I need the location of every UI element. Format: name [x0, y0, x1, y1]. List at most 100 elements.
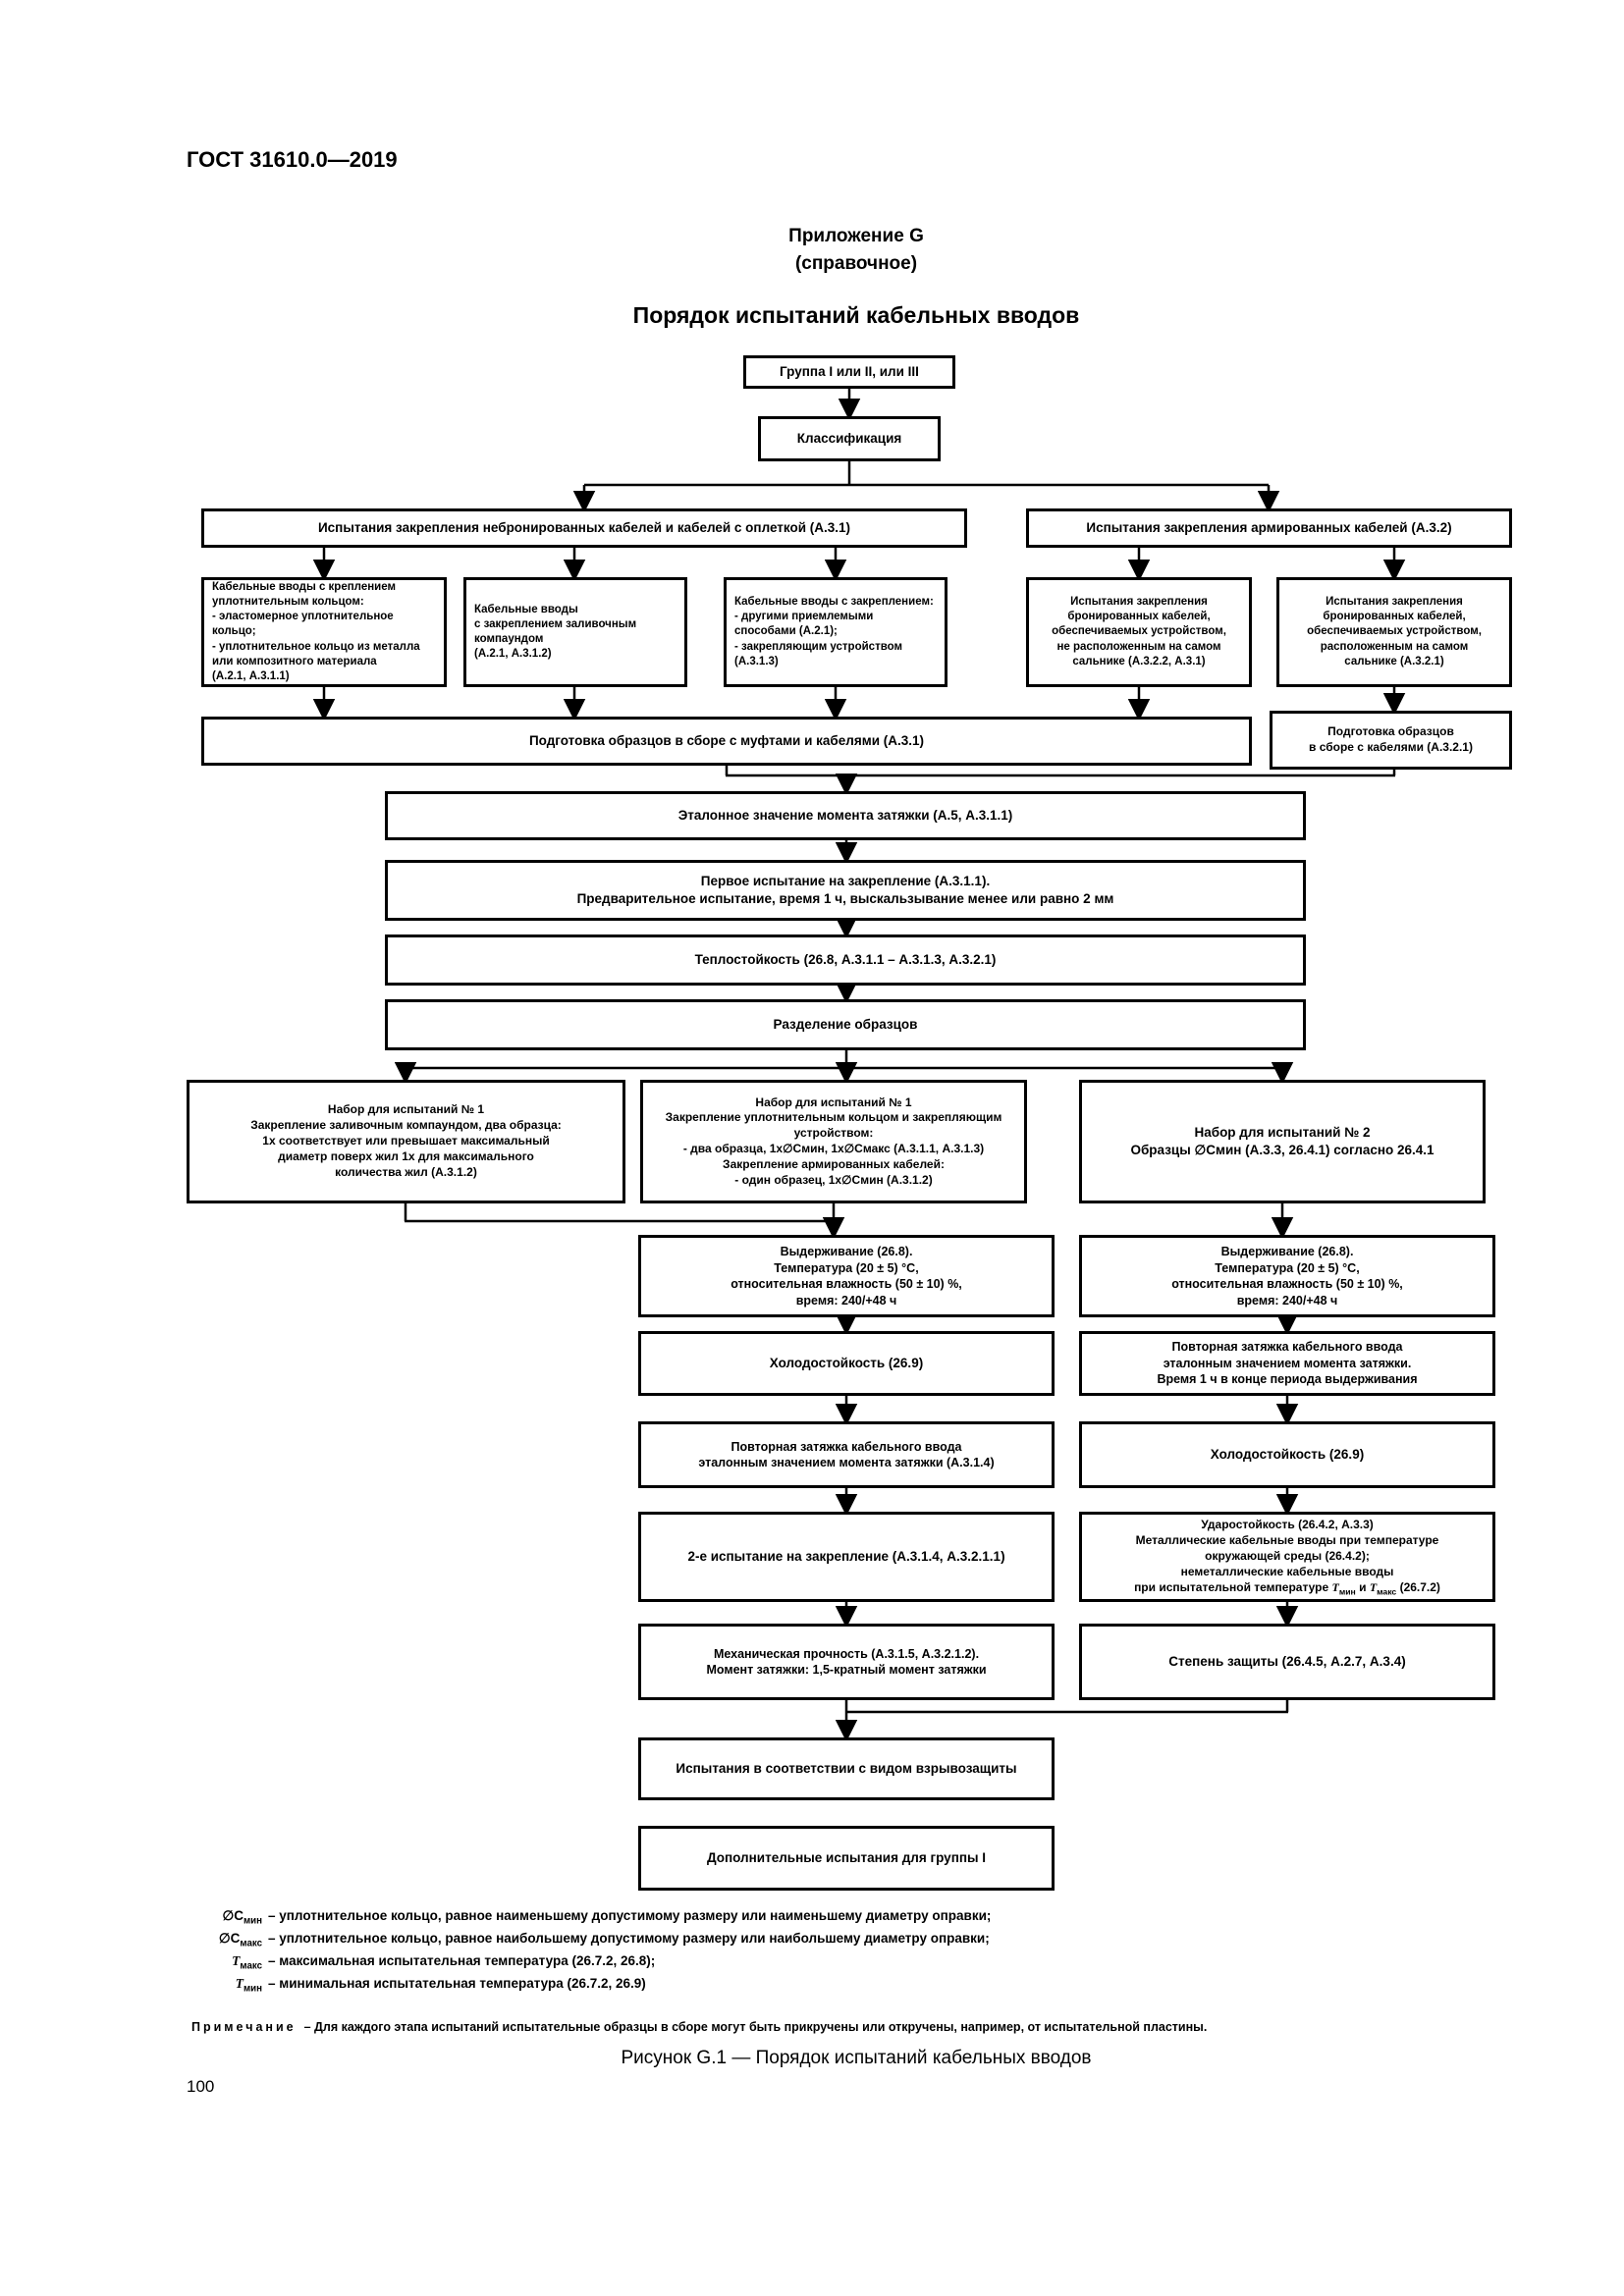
box-line: - уплотнительное кольцо из металла	[212, 640, 420, 653]
flow-box-armour-clamp-not-on-gland: Испытания закрепления бронированных кабел…	[1026, 577, 1252, 687]
box-line: - эластомерное уплотнительное кольцо;	[212, 611, 394, 638]
box-line: эталонным значением момента затяжки.	[1163, 1356, 1412, 1370]
box-line: Испытания в соответствии с видом взрывоз…	[676, 1761, 1017, 1777]
box-line: окружающей среды (26.4.2);	[1205, 1549, 1370, 1564]
figure-title: Порядок испытаний кабельных вводов	[632, 302, 1080, 328]
box-text: Степень защиты (26.4.5, А.2.7, А.3.4)	[1090, 1653, 1485, 1671]
t-max-subscript: макс	[1377, 1586, 1397, 1597]
box-line: Степень защиты (26.4.5, А.2.7, А.3.4)	[1168, 1654, 1406, 1670]
box-line: Момент затяжки: 1,5-кратный момент затяж…	[706, 1663, 987, 1677]
box-line: - два образца, 1х∅Смин, 1х∅Смакс (А.3.1.…	[682, 1142, 985, 1155]
box-line: Температура (20 ± 5) °С,	[1215, 1260, 1360, 1275]
box-line: обеспечиваемых устройством,	[1307, 625, 1482, 638]
box-line: в сборе с кабелями (А.3.2.1)	[1309, 740, 1473, 754]
box-line: Закрепление заливочным компаундом, два о…	[250, 1118, 562, 1133]
figure-caption: Рисунок G.1 — Порядок испытаний кабельны…	[621, 2048, 1092, 2068]
box-text: Холодостойкость (26.9)	[1090, 1446, 1485, 1464]
box-line: Механическая прочность (А.3.1.5, А.3.2.1…	[713, 1646, 980, 1661]
note-text: – Для каждого этапа испытаний испытатель…	[303, 2020, 1208, 2034]
flow-box-heat-resistance: Теплостойкость (26.8, А.3.1.1 – А.3.1.3,…	[385, 934, 1306, 986]
flow-box-branch-unarmoured: Испытания закрепления небронированных ка…	[201, 508, 967, 548]
legend-text: – максимальная испытательная температура…	[268, 1953, 656, 1968]
box-line: Разделение образцов	[773, 1017, 918, 1033]
box-line: Время 1 ч в конце периода выдерживания	[1157, 1372, 1418, 1387]
legend-subscript: мин	[243, 1983, 262, 1995]
box-line: Выдерживание (26.8).	[780, 1245, 913, 1258]
box-line: или композитного материала	[212, 655, 377, 667]
box-text: Разделение образцов	[396, 1016, 1295, 1034]
flow-box-group: Группа I или II, или III	[743, 355, 955, 389]
box-text: Испытания закрепления небронированных ка…	[212, 519, 956, 537]
flow-box-prepare-samples-sleeves: Подготовка образцов в сборе с муфтами и …	[201, 717, 1252, 766]
box-line: (А.2.1, А.3.1.2)	[474, 648, 552, 661]
box-line: эталонным значением момента затяжки (А.3…	[698, 1456, 995, 1469]
box-line: время: 240/+48 ч	[795, 1293, 897, 1308]
diameter-min-symbol: ∅С	[222, 1908, 244, 1923]
flow-box-first-clamping-test: Первое испытание на закрепление (А.3.1.1…	[385, 860, 1306, 921]
box-line: бронированных кабелей,	[1323, 611, 1466, 623]
flow-box-sample-separation: Разделение образцов	[385, 999, 1306, 1050]
flow-box-conditioning-mid: Выдерживание (26.8).Температура (20 ± 5)…	[638, 1235, 1055, 1317]
impact-post: (26.7.2)	[1396, 1579, 1440, 1594]
box-line: расположенным на самом	[1320, 640, 1469, 653]
appendix-label: Приложение G	[788, 226, 924, 246]
legend-text: – уплотнительное кольцо, равное наименьш…	[268, 1908, 992, 1923]
legend-row: Тмин – минимальная испытательная темпера…	[191, 1976, 1517, 1995]
box-line: - другими приемлемыми	[734, 611, 874, 623]
flow-box-cold-resistance-mid: Холодостойкость (26.9)	[638, 1331, 1055, 1396]
box-line: Набор для испытаний № 1	[327, 1102, 485, 1117]
box-line: бронированных кабелей,	[1067, 611, 1211, 623]
t-max-symbol: Т	[232, 1953, 241, 1968]
flow-box-second-clamping-test: 2-е испытание на закрепление (А.3.1.4, А…	[638, 1512, 1055, 1602]
flow-box-cold-resistance-right: Холодостойкость (26.9)	[1079, 1421, 1495, 1488]
box-text: Группа I или II, или III	[754, 363, 945, 381]
box-text: Дополнительные испытания для группы I	[649, 1849, 1044, 1867]
box-line: Испытания закрепления	[1070, 596, 1208, 609]
box-line: Эталонное значение момента затяжки (А.5,…	[677, 808, 1013, 824]
impact-pre: при испытательной температуре	[1134, 1579, 1332, 1594]
impact-mid: и	[1355, 1579, 1370, 1594]
box-line: 1х соответствует или превышает максималь…	[262, 1134, 550, 1148]
page-number: 100	[187, 2077, 215, 2096]
flow-box-impact-resistance: Ударостойкость (26.4.2, А.3.3)Металличес…	[1079, 1512, 1495, 1602]
box-text: Классификация	[769, 430, 930, 448]
box-line: способами (А.2.1);	[734, 625, 838, 638]
figure-legend: ∅С мин – уплотнительное кольцо, равное на…	[191, 1908, 1517, 1999]
box-line-impact-temps: при испытательной температуре Тмин и Тма…	[1134, 1580, 1440, 1596]
t-min-subscript: мин	[1338, 1586, 1356, 1597]
appendix-kind: (справочное)	[794, 253, 918, 274]
box-line: Холодостойкость (26.9)	[1210, 1447, 1365, 1463]
box-line: относительная влажность (50 ± 10) %,	[1171, 1277, 1403, 1291]
legend-term: Тмакс	[191, 1953, 262, 1971]
box-line: Образцы ∅Смин (А.3.3, 26.4.1) согласно 2…	[1130, 1143, 1435, 1157]
box-line: - закрепляющим устройством	[734, 640, 903, 653]
box-line: Подготовка образцов в сборе с муфтами и …	[528, 733, 925, 749]
box-line: количества жил (А.3.1.2)	[335, 1164, 477, 1179]
box-text: 2-е испытание на закрепление (А.3.1.4, А…	[649, 1548, 1044, 1566]
box-line: Закрепление уплотнительным кольцом и зак…	[665, 1110, 1002, 1125]
box-line: относительная влажность (50 ± 10) %,	[731, 1277, 962, 1291]
box-line: Предварительное испытание, время 1 ч, вы…	[576, 891, 1114, 906]
legend-term: Тмин	[191, 1976, 262, 1995]
note-label: Примечание	[191, 2020, 297, 2034]
box-line: Закрепление армированных кабелей:	[723, 1156, 945, 1171]
box-line: Испытания закрепления	[1326, 596, 1463, 609]
flow-box-branch-armoured: Испытания закрепления армированных кабел…	[1026, 508, 1512, 548]
box-line: неметаллические кабельные вводы	[1180, 1564, 1394, 1578]
diameter-max-symbol: ∅С	[218, 1931, 241, 1946]
legend-term: ∅Смакс	[191, 1931, 262, 1949]
box-line: Первое испытание на закрепление (А.3.1.1…	[700, 874, 991, 889]
